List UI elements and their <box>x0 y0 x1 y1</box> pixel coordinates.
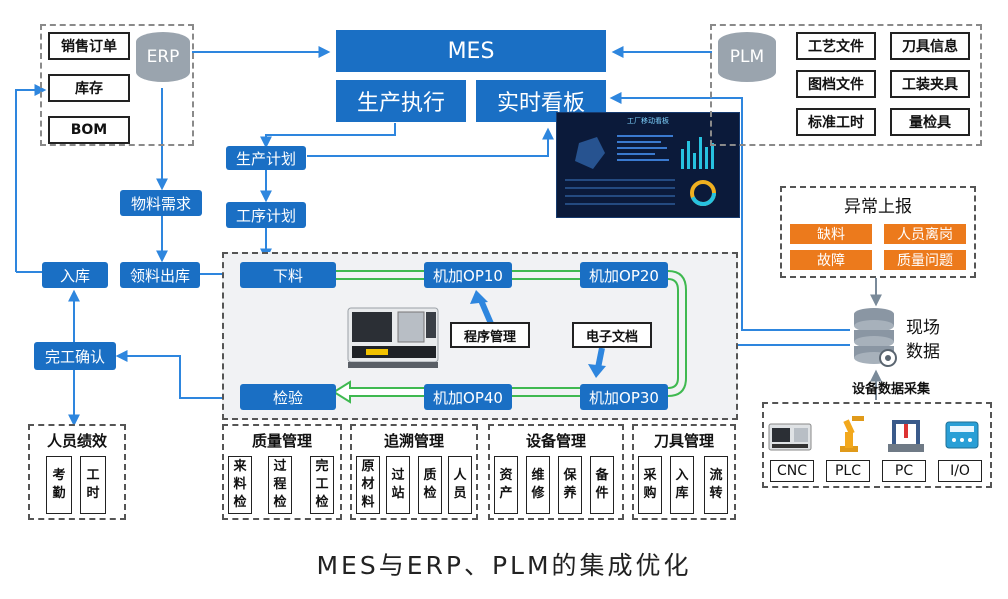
cmm-machine-icon <box>886 416 926 454</box>
erp-item-stock: 库存 <box>48 74 130 102</box>
diagram-caption: MES与ERP、PLM的集成优化 <box>316 551 692 580</box>
trace-group <box>350 424 478 520</box>
device-pc: PC <box>882 460 926 482</box>
plan-to-board-line <box>307 127 554 157</box>
plm-item-process-file: 工艺文件 <box>796 32 876 60</box>
quality-item-final: 完工检 <box>310 456 334 514</box>
perf-item-hours: 工时 <box>80 456 106 514</box>
feed-station: 下料 <box>240 262 336 288</box>
device-collect-label: 设备数据采集 <box>852 382 931 397</box>
erp-label: ERP <box>146 47 180 67</box>
plm-item-gauge: 量检具 <box>890 108 970 136</box>
mes-title: MES <box>336 30 606 72</box>
cnc-device-icon <box>768 418 812 454</box>
perf-item-attendance: 考勤 <box>46 456 72 514</box>
exception-item-quality: 质量问题 <box>884 250 966 270</box>
material-out: 领料出库 <box>120 262 200 288</box>
inspect-station: 检验 <box>240 384 336 410</box>
equipment-title: 设备管理 <box>525 432 586 450</box>
quality-title: 质量管理 <box>251 432 312 450</box>
plm-item-tool-info: 刀具信息 <box>890 32 970 60</box>
equipment-item-spare: 备件 <box>590 456 614 514</box>
warehouse-in: 入库 <box>42 262 108 288</box>
equipment-group <box>488 424 624 520</box>
exec-to-plan-line <box>260 123 396 149</box>
return-arrow-shape <box>332 380 424 404</box>
erp-group <box>40 24 194 146</box>
exception-item-shortage: 缺料 <box>790 224 872 244</box>
op40-station: 机加OP40 <box>424 384 512 410</box>
trace-item-person: 人员 <box>448 456 472 514</box>
equipment-item-repair: 维修 <box>526 456 550 514</box>
process-plan: 工序计划 <box>226 202 306 228</box>
program-mgmt: 程序管理 <box>450 322 530 348</box>
trace-item-qc: 质检 <box>418 456 442 514</box>
dashboard-title: 工厂移动看板 <box>627 117 669 125</box>
robot-arm-icon <box>832 414 868 454</box>
tool-item-purchase: 采购 <box>638 456 662 514</box>
completion-confirm: 完工确认 <box>34 342 116 370</box>
device-io: I/O <box>938 460 982 482</box>
exception-group <box>780 186 976 278</box>
plm-item-fixture: 工装夹具 <box>890 70 970 98</box>
equipment-item-asset: 资产 <box>494 456 518 514</box>
field-database-icon <box>852 306 900 368</box>
inspect-to-complete-line <box>115 350 240 399</box>
trace-item-station: 过站 <box>386 456 410 514</box>
tool-group <box>632 424 736 520</box>
in-to-stock-line <box>15 84 47 272</box>
cnc-machine-icon <box>346 302 442 370</box>
erp-item-sales-order: 销售订单 <box>48 32 130 60</box>
doc-arrow-line <box>595 347 605 369</box>
io-module-icon <box>942 418 982 452</box>
perf-group <box>28 424 126 520</box>
tool-item-stockin: 入库 <box>670 456 694 514</box>
field-data-label: 现场 数据 <box>906 318 940 362</box>
device-group <box>762 402 992 488</box>
exception-item-fault: 故障 <box>790 250 872 270</box>
erp-database-icon: ERP <box>136 32 190 82</box>
trace-title: 追溯管理 <box>383 432 444 450</box>
device-cnc: CNC <box>770 460 814 482</box>
e-doc: 电子文档 <box>572 322 652 348</box>
plm-label: PLM <box>729 47 765 67</box>
device-plc: PLC <box>826 460 870 482</box>
quality-group <box>222 424 342 520</box>
trace-item-raw: 原材料 <box>356 456 380 514</box>
material-demand: 物料需求 <box>120 190 202 216</box>
plm-database-icon: PLM <box>718 32 776 82</box>
dashboard-thumbnail: 工厂移动看板 <box>556 112 740 218</box>
production-plan: 生产计划 <box>226 146 306 170</box>
exception-item-absence: 人员离岗 <box>884 224 966 244</box>
op20-station: 机加OP20 <box>580 262 668 288</box>
tool-item-flow: 流转 <box>704 456 728 514</box>
op10-station: 机加OP10 <box>424 262 512 288</box>
quality-item-incoming: 来料检 <box>228 456 252 514</box>
plm-group <box>710 24 982 146</box>
dashboard-graphics <box>565 135 716 206</box>
plm-item-std-hours: 标准工时 <box>796 108 876 136</box>
mes-exec: 生产执行 <box>336 80 466 122</box>
field-to-board-line <box>609 92 850 331</box>
quality-item-process: 过程检 <box>268 456 292 514</box>
tool-title: 刀具管理 <box>653 432 714 450</box>
equipment-item-maintain: 保养 <box>558 456 582 514</box>
op30-station: 机加OP30 <box>580 384 668 410</box>
exception-title: 异常上报 <box>844 197 912 217</box>
plm-item-drawing: 图档文件 <box>796 70 876 98</box>
erp-item-bom: BOM <box>48 116 130 144</box>
perf-title: 人员绩效 <box>46 432 107 450</box>
